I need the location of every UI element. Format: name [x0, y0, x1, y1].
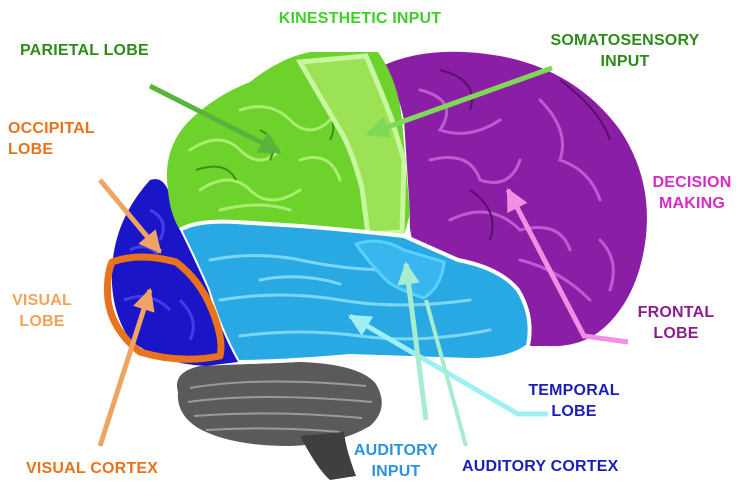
auditory-cortex-text: AUDITORY CORTEX — [462, 458, 619, 475]
parietal-lobe-text: PARIETAL LOBE — [20, 42, 149, 59]
label-kinesthetic-input: KINESTHETIC INPUT — [262, 8, 458, 29]
label-decision-making: DECISION MAKING — [644, 172, 740, 214]
temporal-line-1: TEMPORAL — [524, 380, 624, 401]
decision-line-1: DECISION — [644, 172, 740, 193]
visual-lobe-line-2: LOBE — [4, 311, 80, 332]
decision-line-2: MAKING — [644, 193, 740, 214]
auditory-input-line-2: INPUT — [344, 461, 448, 482]
label-frontal-lobe: FRONTAL LOBE — [628, 302, 724, 344]
label-visual-lobe: VISUAL LOBE — [4, 290, 80, 332]
frontal-line-1: FRONTAL — [628, 302, 724, 323]
temporal-line-2: LOBE — [524, 401, 624, 422]
auditory-input-line-1: AUDITORY — [344, 440, 448, 461]
occipital-line-2: LOBE — [8, 139, 95, 160]
frontal-line-2: LOBE — [628, 323, 724, 344]
label-occipital-lobe: OCCIPITAL LOBE — [8, 118, 95, 160]
somatosensory-line-1: SOMATOSENSORY — [544, 30, 706, 51]
visual-cortex-text: VISUAL CORTEX — [26, 460, 158, 477]
label-auditory-input: AUDITORY INPUT — [344, 440, 448, 482]
label-auditory-cortex: AUDITORY CORTEX — [462, 456, 619, 477]
occipital-line-1: OCCIPITAL — [8, 118, 95, 139]
somatosensory-line-2: INPUT — [544, 51, 706, 72]
label-somatosensory-input: SOMATOSENSORY INPUT — [544, 30, 706, 72]
label-visual-cortex: VISUAL CORTEX — [26, 458, 158, 479]
label-temporal-lobe: TEMPORAL LOBE — [524, 380, 624, 422]
visual-lobe-line-1: VISUAL — [4, 290, 80, 311]
label-parietal-lobe: PARIETAL LOBE — [20, 40, 149, 61]
kinesthetic-input-text: KINESTHETIC INPUT — [279, 10, 442, 27]
